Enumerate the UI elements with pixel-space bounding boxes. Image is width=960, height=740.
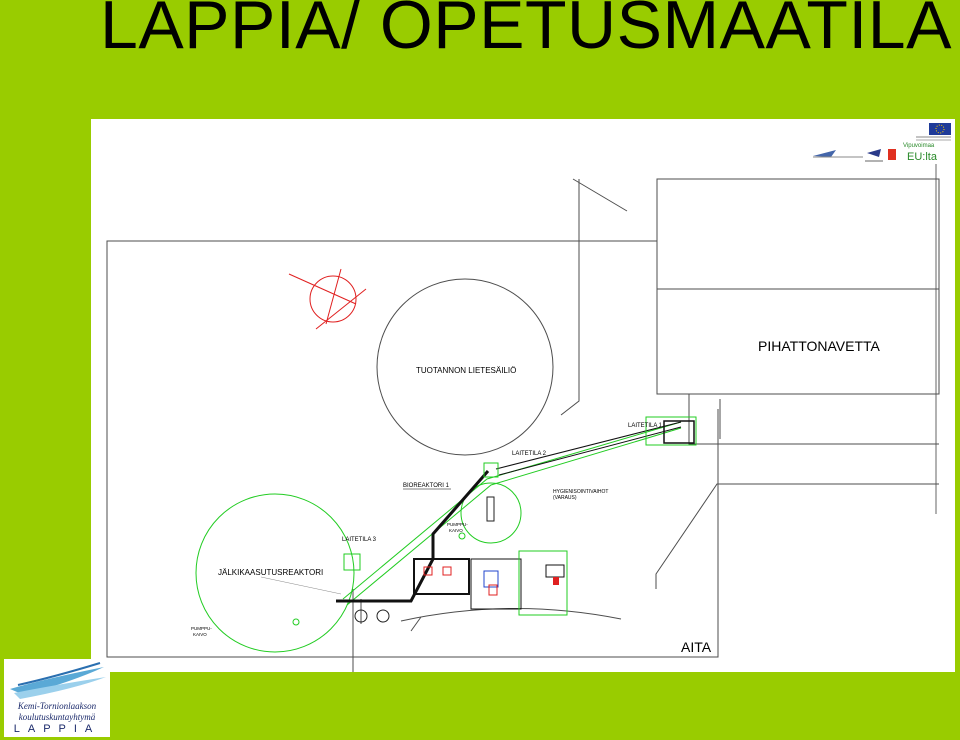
laitetila3-label: LAITETILA 3 [342, 537, 377, 543]
pumppukaivo-1-label-2: KAIVO [193, 632, 207, 637]
logo-word: LAPPIA [13, 723, 101, 735]
hygienisointi-building: HYGIENISOINTIVAIHOT (VARAUS) [413, 489, 608, 616]
pumppukaivo-1-icon [292, 618, 300, 626]
aita-label: AITA [681, 639, 712, 655]
eu-flag-icon [929, 123, 951, 135]
hygienisointi-label-2: (VARAUS) [553, 495, 577, 501]
coat-of-arms-icon [888, 149, 896, 160]
pumppukaivo-1-label: PUMPPU- [191, 626, 212, 631]
eu-lta-text: EU:lta [907, 151, 938, 163]
hygienisointi-label-1: HYGIENISOINTIVAIHOT [553, 489, 608, 495]
laitetila-2: LAITETILA 2 [483, 451, 547, 478]
pumppukaivo-2-label-2: KAIVO [449, 528, 463, 533]
partner-logo-icon [867, 149, 881, 157]
ministry-logo-icon [813, 150, 836, 157]
jalkikaasutus-reactor: JÄLKIKAASUTUSREAKTORI [195, 493, 355, 653]
valve-1-icon [354, 609, 368, 623]
structure-lines [106, 178, 940, 672]
bioreaktori-label: BIOREAKTORI 1 [403, 483, 450, 489]
valve-2-icon [376, 609, 390, 623]
slide-title: LAPPIA/ OPETUSMAATILA [100, 0, 952, 63]
lappia-logo: Kemi-Tornionlaakson koulutuskuntayhtymä … [4, 659, 110, 737]
funding-logos: Vipuvoimaa EU:lta [813, 123, 951, 514]
site-plan-drawing: Vipuvoimaa EU:lta TUOTA [106, 123, 951, 672]
laitetila1-label: LAITETILA 1 [628, 423, 663, 429]
logo-org-line-2: koulutuskuntayhtymä [18, 712, 96, 722]
survey-symbol [288, 268, 367, 330]
vipuvoimaa-text: Vipuvoimaa [903, 143, 935, 149]
jalkikaasutus-label: JÄLKIKAASUTUSREAKTORI [218, 568, 323, 577]
site-plan: Vipuvoimaa EU:lta TUOTA [91, 119, 955, 672]
pumppukaivo-2-label: PUMPPU- [447, 522, 468, 527]
pumppukaivo-2-icon [458, 532, 466, 540]
pihattonavetta-label: PIHATTONAVETTA [758, 338, 881, 354]
logo-org-line-1: Kemi-Tornionlaakson [17, 701, 97, 711]
lappia-wave-icon [10, 662, 106, 699]
laitetila2-label: LAITETILA 2 [512, 451, 547, 457]
bioreaktori: BIOREAKTORI 1 [403, 482, 522, 544]
laitetila-1: LAITETILA 1 [628, 416, 697, 446]
lietesailio-label: TUOTANNON LIETESÄILIÖ [416, 366, 516, 375]
barn-outline [656, 178, 940, 395]
laitetila-3: LAITETILA 3 [342, 537, 377, 571]
lietesailio-tank: TUOTANNON LIETESÄILIÖ [376, 278, 554, 456]
